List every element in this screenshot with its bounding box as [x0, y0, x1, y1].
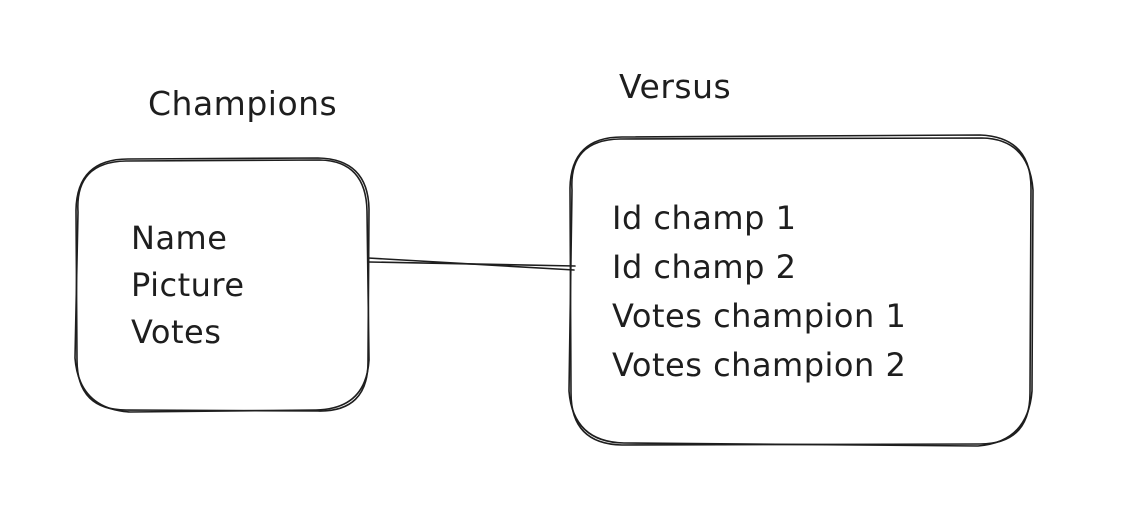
relation-line-outline — [368, 261, 576, 267]
entity-versus-box — [569, 134, 1032, 446]
entity-champions-box-outline — [74, 159, 370, 413]
entity-versus-field: Votes champion 1 — [612, 297, 906, 335]
entity-champions-field: Name — [131, 219, 227, 257]
entity-champions-box — [75, 157, 370, 412]
entity-champions-title: Champions — [148, 84, 337, 123]
entity-champions-field: Picture — [131, 266, 245, 304]
entity-versus-field: Votes champion 2 — [612, 346, 906, 384]
entity-champions[interactable]: Champions Name Picture Votes — [74, 84, 370, 413]
entity-versus-field: Id champ 2 — [612, 248, 796, 286]
relation-connector[interactable] — [367, 257, 576, 271]
entity-champions-field: Votes — [131, 313, 221, 351]
entity-versus-box-outline — [568, 137, 1034, 447]
entity-versus-title: Versus — [619, 67, 731, 106]
entity-versus[interactable]: Versus Id champ 1 Id champ 2 Votes champ… — [568, 67, 1034, 447]
entity-versus-field: Id champ 1 — [612, 199, 796, 237]
